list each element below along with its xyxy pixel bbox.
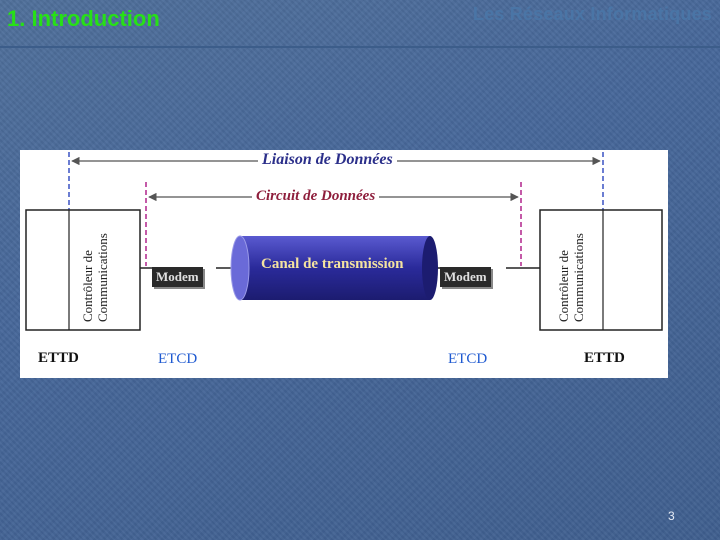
liaison-label: Liaison de Données — [258, 151, 397, 169]
channel-cylinder-body — [240, 236, 430, 300]
modem-right: Modem — [440, 267, 491, 287]
left-controller-line1: Contrôleur de — [80, 250, 95, 322]
data-link-diagram: Liaison de Données Circuit de Données Mo… — [20, 150, 668, 378]
left-controller-line2: Communications — [95, 233, 110, 322]
ettd-left-label: ETTD — [38, 350, 79, 366]
channel-cylinder-right-cap — [422, 236, 438, 300]
channel-cylinder-left-cap — [230, 235, 250, 301]
modem-left: Modem — [152, 267, 203, 287]
left-terminal-box — [25, 209, 141, 331]
etcd-right-label: ETCD — [448, 351, 488, 367]
course-title: Les Réseaux Informatiques — [472, 4, 712, 24]
etcd-left-label: ETCD — [158, 351, 198, 367]
right-terminal-box — [539, 209, 663, 331]
right-controller-line1: Contrôleur de — [556, 250, 571, 322]
slide-header: 1. Introduction Les Réseaux Informatique… — [0, 0, 720, 48]
left-controller-label: Contrôleur de Communications — [80, 233, 110, 322]
ettd-right-label: ETTD — [584, 350, 625, 366]
circuit-label: Circuit de Données — [252, 188, 380, 205]
page-number: 3 — [668, 509, 675, 523]
right-controller-label: Contrôleur de Communications — [556, 233, 586, 322]
right-controller-line2: Communications — [571, 233, 586, 322]
diagram-graphics — [25, 152, 663, 331]
channel-label: Canal de transmission — [261, 256, 404, 272]
slide-title: 1. Introduction — [7, 6, 160, 31]
